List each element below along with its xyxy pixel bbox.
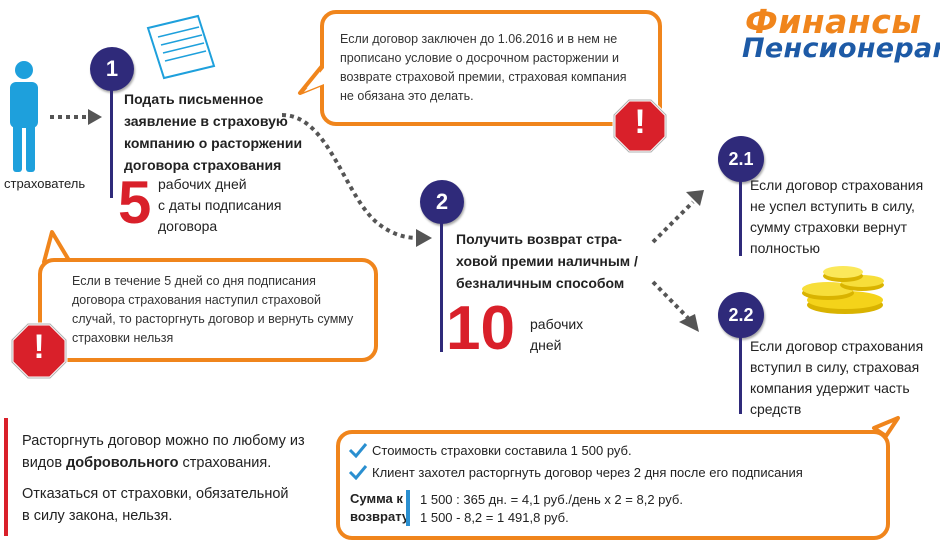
note-paragraph-2: Отказаться от страховки, обязательной в … bbox=[22, 483, 342, 527]
warning-symbol: ! bbox=[634, 103, 646, 141]
step-1-pin: 1 bbox=[90, 47, 134, 91]
note-line: видов добровольного страхования. bbox=[22, 452, 342, 474]
step-2-1-line: сумму страховки вернут bbox=[750, 219, 908, 235]
note-line: в силу закона, нельзя. bbox=[22, 508, 173, 524]
step-1-title-line: Подать письменное bbox=[124, 91, 264, 107]
logo-line-1: Финансы bbox=[745, 2, 922, 41]
note-line: Расторгнуть договор можно по любому из bbox=[22, 433, 305, 449]
arrow-step2-to-2-1 bbox=[651, 190, 704, 244]
note-text: видов bbox=[22, 455, 67, 471]
step-1-title-line: компанию о расторжении bbox=[124, 135, 303, 151]
step-2-title-line: Получить возврат стра- bbox=[456, 231, 622, 247]
coins-icon bbox=[802, 266, 884, 314]
bubble-top-text: Если договор заключен до 1.06.2016 и в н… bbox=[340, 30, 652, 106]
logo-line-2: Пенсионерам bbox=[742, 33, 940, 64]
calc-line-2: 1 500 - 8,2 = 1 491,8 руб. bbox=[420, 510, 569, 525]
step-2-1-line: не успел вступить в силу, bbox=[750, 198, 915, 214]
step-2-days-number: 10 bbox=[446, 294, 515, 363]
bubble-left-line: случай, то расторгнуть договор и вернуть… bbox=[72, 312, 354, 326]
example-check-1: Стоимость страховки составила 1 500 руб. bbox=[372, 443, 632, 458]
step-2-2-line: Если договор страхования bbox=[750, 338, 924, 354]
note-line: Отказаться от страховки, обязательной bbox=[22, 486, 289, 502]
sum-accent-bar bbox=[406, 490, 410, 526]
warning-icon: ! bbox=[612, 98, 668, 154]
step-2-pin-stem bbox=[440, 220, 443, 352]
warning-symbol: ! bbox=[33, 328, 45, 366]
step-1-title-line: договора страхования bbox=[124, 157, 282, 173]
person-label: страхователь bbox=[4, 176, 86, 191]
step-2-pin: 2 bbox=[420, 180, 464, 224]
document-icon bbox=[146, 14, 216, 80]
step-2-2-text: Если договор страхования вступил в силу,… bbox=[750, 336, 940, 420]
example-check-2: Клиент захотел расторгнуть договор через… bbox=[372, 465, 803, 480]
note-accent-bar bbox=[4, 418, 8, 536]
step-2-title-line: безналичным способом bbox=[456, 275, 625, 291]
note-paragraph-1: Расторгнуть договор можно по любому из в… bbox=[22, 430, 342, 474]
check-icon bbox=[348, 443, 368, 458]
bubble-left-line: договора страхования наступил страховой bbox=[72, 293, 321, 307]
arrow-step1-to-step2 bbox=[281, 113, 432, 247]
arrow-person-to-step1 bbox=[50, 109, 102, 125]
bubble-top-line: прописано условие о досрочном расторжени… bbox=[340, 51, 620, 65]
step-2-1-pin-stem bbox=[739, 178, 742, 256]
step-1-days-line: договора bbox=[158, 218, 218, 234]
step-2-2-pin: 2.2 bbox=[718, 292, 764, 338]
step-2-1-line: Если договор страхования bbox=[750, 177, 924, 193]
sum-label-line: возврату bbox=[350, 509, 410, 524]
step-2-1-line: полностью bbox=[750, 240, 820, 256]
warning-icon: ! bbox=[10, 322, 68, 380]
bubble-left-text: Если в течение 5 дней со дня подписания … bbox=[72, 272, 372, 348]
step-2-2-line: средств bbox=[750, 401, 802, 417]
note-bold-text: добровольного bbox=[66, 455, 179, 471]
step-2-1-text: Если договор страхования не успел вступи… bbox=[750, 175, 940, 259]
step-2-2-line: компания удержит часть bbox=[750, 380, 910, 396]
calc-line-1: 1 500 : 365 дн. = 4,1 руб./день х 2 = 8,… bbox=[420, 492, 683, 507]
step-1-pin-stem bbox=[110, 88, 113, 198]
bubble-left bbox=[38, 258, 378, 362]
bubble-top-line: не обязана это делать. bbox=[340, 89, 474, 103]
sum-label-line: Сумма к bbox=[350, 491, 403, 506]
bubble-top-line: возврате страховой премии, страховая ком… bbox=[340, 70, 627, 84]
step-1-days-text: рабочих дней с даты подписания договора bbox=[158, 174, 281, 237]
sum-label: Сумма к возврату bbox=[350, 490, 409, 526]
bubble-top bbox=[320, 10, 662, 126]
step-2-days-text: рабочих дней bbox=[530, 314, 583, 356]
arrow-step2-to-2-2 bbox=[651, 280, 699, 332]
step-2-2-line: вступил в силу, страховая bbox=[750, 359, 920, 375]
step-1-days-line: с даты подписания bbox=[158, 197, 282, 213]
bubble-top-tail-cover bbox=[304, 68, 324, 92]
step-2-title: Получить возврат стра- ховой премии нали… bbox=[456, 228, 656, 294]
bubble-example bbox=[336, 430, 890, 540]
step-2-days-line: рабочих bbox=[530, 316, 584, 332]
person-icon bbox=[10, 61, 38, 172]
bubble-top-line: Если договор заключен до 1.06.2016 и в н… bbox=[340, 32, 618, 46]
step-1-days-number: 5 bbox=[118, 169, 152, 236]
step-1-days-line: рабочих дней bbox=[158, 176, 247, 192]
check-icon bbox=[348, 465, 368, 480]
bubble-left-line: страховки нельзя bbox=[72, 331, 174, 345]
step-2-1-pin: 2.1 bbox=[718, 136, 764, 182]
bubble-left-line: Если в течение 5 дней со дня подписания bbox=[72, 274, 316, 288]
step-1-title-line: заявление в страховую bbox=[124, 113, 288, 129]
step-2-2-pin-stem bbox=[739, 334, 742, 414]
step-1-title: Подать письменное заявление в страховую … bbox=[124, 88, 304, 176]
step-2-title-line: ховой премии наличным / bbox=[456, 253, 638, 269]
note-text: страхования. bbox=[178, 455, 272, 471]
step-2-days-line: дней bbox=[530, 337, 562, 353]
